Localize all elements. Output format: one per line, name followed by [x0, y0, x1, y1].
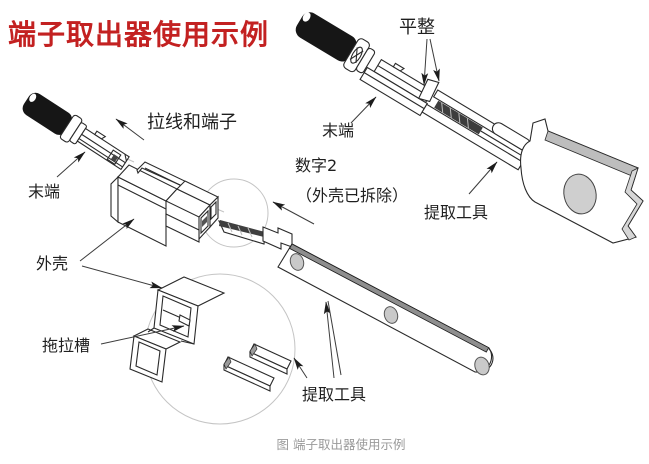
connector-housing: [110, 161, 219, 247]
arrow-flat-1: [421, 38, 429, 86]
label-number2: 数字2: [295, 156, 337, 175]
callout-arrows: [56, 38, 498, 379]
arrow-pull-direction-center: [272, 201, 315, 225]
arrow-terminal-end-left: [56, 151, 86, 178]
label-housing-removed: （外壳已拆除）: [296, 186, 408, 205]
diagram-title: 端子取出器使用示例: [8, 18, 269, 51]
break-edge: [621, 167, 644, 241]
figure-caption: 图 端子取出器使用示例: [277, 437, 406, 452]
drag-slot-shape: [178, 314, 191, 327]
label-terminal-end-top: 末端: [322, 121, 354, 140]
label-flat: 平整: [399, 17, 435, 38]
arrow-extraction-tool-top: [468, 161, 498, 195]
label-extraction-tool-bottom: 提取工具: [302, 385, 366, 404]
blade-step: [262, 226, 293, 250]
label-drag-slot: 拖拉槽: [42, 336, 90, 355]
handle-hole: [563, 173, 597, 215]
arrow-housing-main: [79, 218, 135, 262]
wire-terminal-in-tool-top-right: [295, 12, 644, 244]
arrow-flat-2: [429, 38, 440, 82]
wire-insulation: [22, 92, 73, 135]
arrow-pull-direction-left: [115, 118, 145, 141]
blade-angle-pieces: [223, 343, 292, 392]
arrow-terminal-end-top: [350, 96, 377, 124]
tool-bar: [277, 243, 493, 373]
label-housing: 外壳: [36, 254, 68, 273]
tool-jaw: [359, 66, 429, 117]
wire-terminal-left: [22, 92, 130, 171]
arrow-housing-detail: [81, 265, 163, 289]
extraction-tool-bottom: [218, 220, 494, 376]
bar-end-hole: [474, 356, 490, 376]
label-pull-wire-terminal: 拉线和端子: [147, 112, 237, 133]
housing-detail-view: [129, 276, 292, 392]
label-terminal-end-left: 末端: [28, 182, 60, 201]
arrow-extraction-tool-bottom-2: [293, 357, 308, 379]
arrow-wedge-line: [327, 300, 342, 376]
label-extraction-tool-top: 提取工具: [424, 203, 488, 222]
arrow-drag-slot: [100, 325, 185, 345]
wire-insulation: [295, 12, 357, 62]
tool-handle-top-right: [520, 118, 644, 244]
arrow-extraction-tool-bottom-1: [323, 301, 335, 379]
